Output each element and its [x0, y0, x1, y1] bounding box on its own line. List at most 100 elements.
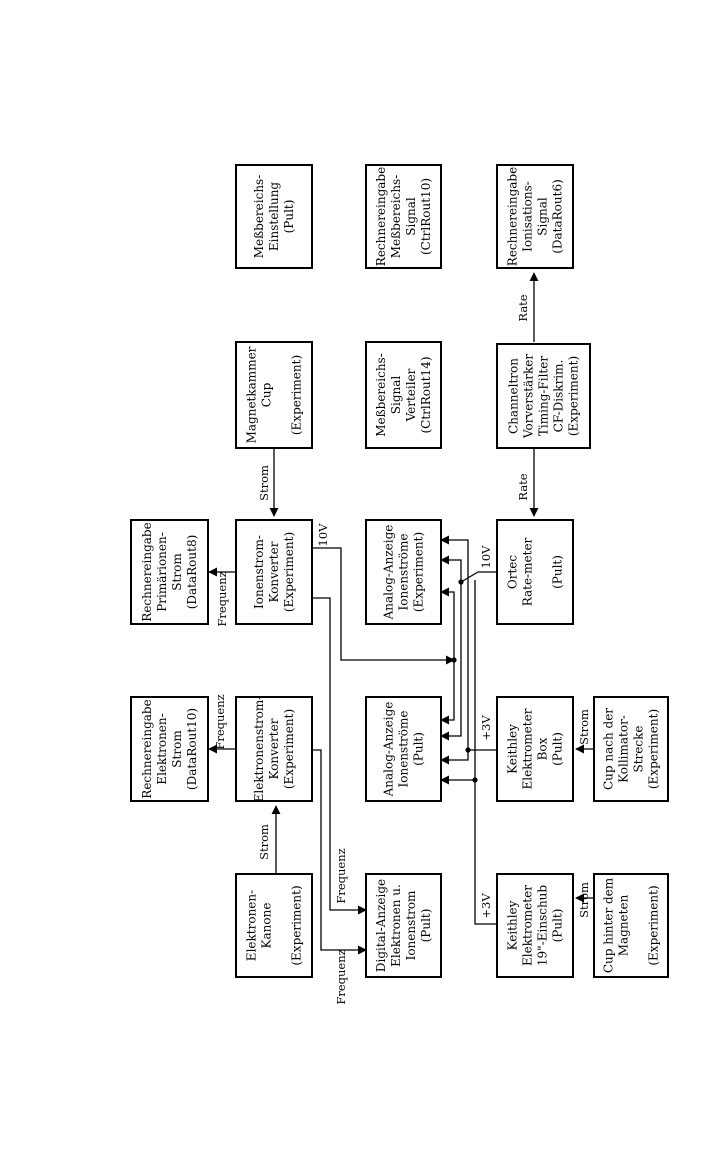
box-line: Elektronen u. — [389, 884, 403, 967]
box-line: Signal — [536, 197, 550, 236]
box-line: Analog-Anzeige — [382, 702, 396, 798]
box-line: Rate-meter — [521, 537, 535, 606]
box-line: Analog-Anzeige — [382, 525, 396, 621]
wire-bus-b — [440, 587, 455, 660]
box-einstellung: Meßbereichs-Einstellung(Pult) — [235, 164, 313, 269]
box-line: Ortec — [506, 555, 520, 589]
wire-bus-a — [440, 660, 455, 725]
box-line: (CtrlRout10) — [419, 178, 433, 255]
box-frame — [593, 696, 669, 802]
box-line: Cup — [260, 382, 274, 407]
box-line: Meßbereichs- — [389, 175, 403, 259]
box-line: Rechnereingabe — [140, 699, 154, 798]
box-line: Rechnereingabe — [374, 167, 388, 266]
junction-dot — [458, 579, 464, 585]
connections — [208, 272, 594, 955]
box-line: Meßbereichs- — [252, 175, 266, 259]
box-line: (Experiment) — [412, 532, 426, 612]
wire-bus-e — [440, 750, 469, 765]
wire-bus-d — [440, 555, 462, 582]
wire-ionenkonv-10v — [312, 547, 455, 665]
box-frame — [130, 696, 209, 802]
box-line: Signal — [404, 197, 418, 236]
box-line: CF-Diskrim. — [552, 360, 566, 433]
label-strom-kanone: Strom — [257, 824, 271, 860]
box-line: Elektronen- — [245, 890, 259, 961]
box-line: Magnetkammer — [245, 346, 259, 443]
box-frame — [235, 519, 313, 625]
label-10v-ionen: 10V — [316, 523, 330, 547]
box-frame — [593, 873, 669, 978]
box-line: (Pult) — [551, 909, 565, 943]
label-freq-ionen: Frequenz — [215, 571, 229, 626]
wire-bus-f — [440, 535, 469, 750]
box-line: Box — [536, 737, 550, 760]
box-line: Magneten — [617, 894, 631, 956]
box-line: Strecke — [632, 726, 646, 773]
box-line: Vorverstärker — [522, 354, 536, 439]
box-line: Strom — [170, 730, 184, 768]
box-frame — [496, 696, 574, 802]
box-line: (Pult) — [412, 732, 426, 766]
box-line: Konverter — [267, 718, 281, 779]
box-line: Cup hinter dem — [602, 877, 616, 973]
box-line: (Pult) — [282, 200, 296, 234]
wire-ionenkonv-freq-to-digital — [312, 597, 367, 915]
box-line: Kollimator- — [617, 715, 631, 783]
box-line: Ionenströme — [397, 711, 411, 788]
box-line: (CtrlRout14) — [419, 356, 433, 433]
junction-dot — [451, 657, 457, 663]
junction-dot — [472, 777, 478, 783]
label-rate-ortec: Rate — [516, 473, 530, 500]
label-3v-keithleybox: +3V — [479, 715, 493, 741]
box-line: Ionenstrom — [404, 890, 418, 960]
box-line: 19"-Einschub — [536, 885, 550, 967]
box-line: (Experiment) — [290, 885, 304, 965]
box-line: Timing-Filter — [537, 356, 551, 436]
box-line: Signal — [389, 376, 403, 415]
box-line: Elektronen- — [155, 713, 169, 784]
box-frame — [496, 343, 591, 449]
junction-dot — [465, 747, 471, 753]
box-kanone: Elektronen-Kanone (Experiment) — [235, 873, 313, 978]
box-frame — [365, 696, 442, 802]
box-line: (Experiment) — [567, 356, 581, 436]
box-frame — [365, 873, 442, 978]
box-line: Elektronenstrom- — [252, 696, 266, 803]
box-frame — [365, 519, 442, 625]
label-freq-digital-1: Frequenz — [334, 848, 348, 903]
box-line: Meßbereichs- — [374, 353, 388, 437]
box-line: Elektrometer — [521, 708, 535, 789]
box-line: Channeltron — [507, 358, 521, 434]
wire-elektronkonv-freq-to-digital — [312, 749, 367, 955]
box-line: Verteiler — [404, 368, 418, 422]
label-3v-keithley19: +3V — [479, 893, 493, 919]
label-strom-cupmagnet: Strom — [577, 882, 591, 918]
box-elektron-konv: Elektronenstrom-Konverter(Experiment) — [235, 696, 313, 803]
box-frame — [365, 164, 442, 269]
label-rate-channeltron: Rate — [516, 294, 530, 321]
box-frame — [235, 696, 313, 802]
box-line: Kanone — [260, 903, 274, 949]
box-line: Primärionen- — [155, 532, 169, 612]
box-line: Cup nach der — [602, 708, 616, 790]
box-frame — [235, 341, 313, 449]
box-frame — [496, 873, 574, 978]
box-line: Keithley — [506, 724, 520, 774]
box-line: (Pult) — [551, 555, 565, 589]
label-strom-magnetkammer: Strom — [257, 465, 271, 501]
box-line: (DataRout6) — [551, 179, 565, 254]
connection-labels: Strom Frequenz Frequenz Frequenz +3V Str… — [213, 294, 591, 1004]
